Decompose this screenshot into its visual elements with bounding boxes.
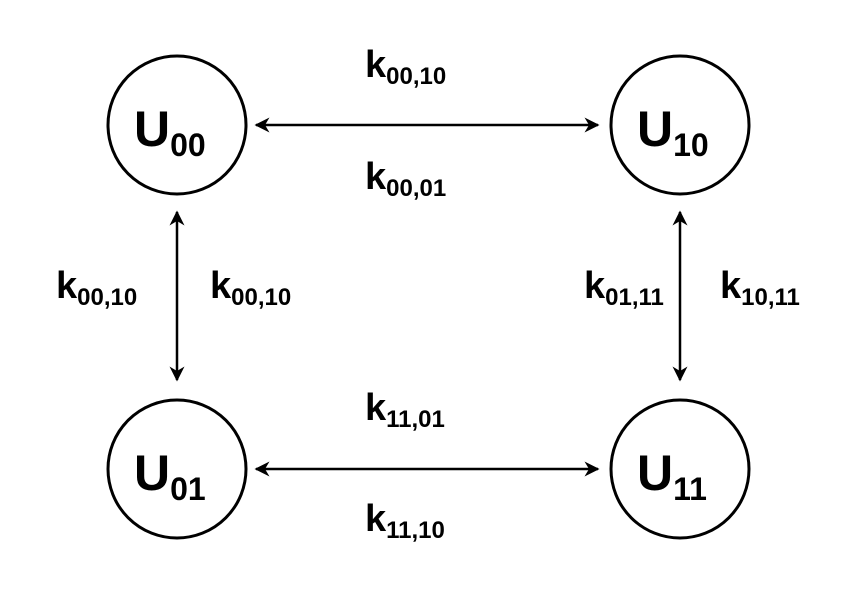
rate-label-left-outer: k00,10	[56, 265, 137, 311]
node-u11: U11	[609, 398, 751, 540]
rate-label-bottom-upper: k11,01	[365, 387, 445, 433]
rate-label-top-lower: k00,01	[365, 156, 446, 202]
node-u01-label: U01	[134, 445, 206, 507]
node-u01-circle	[106, 398, 248, 540]
node-u00-circle	[106, 54, 248, 196]
node-u00: U00	[106, 54, 248, 196]
node-u00-label: U00	[134, 101, 206, 163]
node-u10: U10	[609, 54, 751, 196]
node-u10-label: U10	[637, 101, 709, 163]
node-u10-circle	[609, 54, 751, 196]
rate-label-top-upper: k00,10	[365, 44, 446, 90]
node-u11-label: U11	[637, 445, 707, 507]
rate-label-right-inner: k01,11	[584, 265, 664, 311]
node-u11-circle	[609, 398, 751, 540]
node-u01: U01	[106, 398, 248, 540]
rate-label-bottom-lower: k11,10	[365, 498, 445, 544]
rate-label-left-inner: k00,10	[210, 265, 291, 311]
rate-label-right-outer: k10,11	[720, 265, 800, 311]
